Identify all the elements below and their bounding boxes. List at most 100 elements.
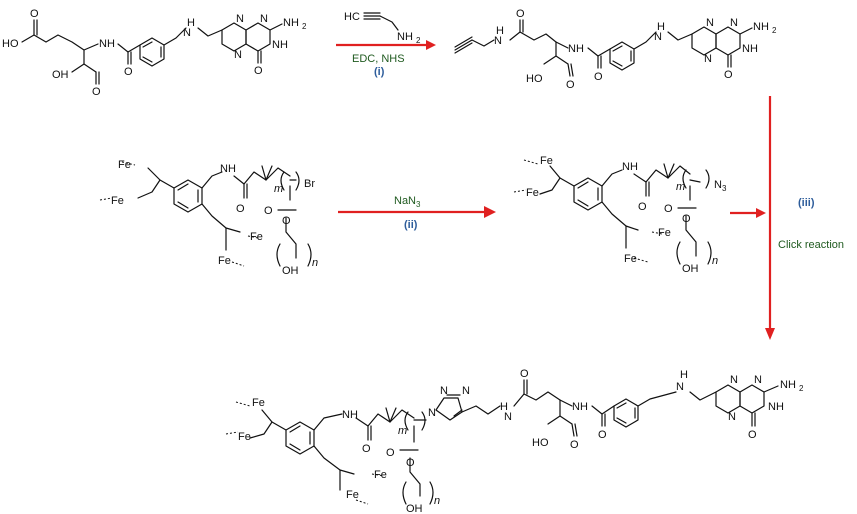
label-nh: NH (272, 39, 288, 51)
label-m: m (274, 183, 283, 195)
label-n: N (706, 17, 714, 29)
label-m: m (676, 181, 685, 193)
label-h: H (187, 17, 195, 29)
label-n-repeat: n (712, 255, 718, 267)
label-n: N (754, 374, 762, 386)
label-oh: OH (282, 265, 299, 277)
label-n: N (260, 13, 268, 25)
arrowhead-to-click (756, 208, 766, 218)
label-o: O (520, 368, 529, 380)
label-nh2: NH (753, 21, 769, 33)
label-fe: Fe (374, 469, 387, 481)
label-nh: NH (342, 409, 358, 421)
label-n: N (440, 385, 448, 397)
label-sub-2: 2 (772, 26, 777, 35)
label-n: N (428, 407, 436, 419)
label-o: O (254, 65, 263, 77)
label-fe: Fe (526, 187, 539, 199)
label-o: O (724, 69, 733, 81)
label-nh: NH (622, 161, 638, 173)
label-fe: Fe (624, 253, 637, 265)
label-n: N (462, 385, 470, 397)
reagent-nh2: NH (397, 31, 413, 43)
label-n: N (730, 17, 738, 29)
label-fe: Fe (540, 155, 553, 167)
step-ii-label: (ii) (404, 219, 418, 231)
label-fe: Fe (252, 397, 265, 409)
label-nh: NH (99, 38, 115, 50)
label-o: O (664, 203, 673, 215)
azide-polymer-structure (513, 159, 712, 265)
arrowhead-step-i (426, 40, 436, 50)
label-n: N (494, 35, 502, 47)
label-fe: Fe (118, 159, 131, 171)
label-nh: NH (572, 401, 588, 413)
propargylamine-reagent (363, 12, 399, 31)
label-ho: HO (532, 437, 549, 449)
label-fe: Fe (250, 231, 263, 243)
label-h: H (680, 369, 688, 381)
step-iii-text: Click reaction (778, 239, 844, 251)
label-o: O (748, 429, 757, 441)
label-fe: Fe (346, 489, 359, 501)
bromide-polymer-structure (99, 161, 312, 267)
label-o: O (594, 71, 603, 83)
label-oh: OH (52, 69, 69, 81)
label-n: N (704, 53, 712, 65)
reagent-sub-2: 2 (416, 36, 421, 45)
label-h: H (496, 25, 504, 37)
label-n: N (183, 27, 191, 39)
label-m: m (398, 425, 407, 437)
label-n-repeat: n (434, 495, 440, 507)
label-n: N (730, 374, 738, 386)
label-o: O (566, 79, 575, 91)
label-fe: Fe (111, 195, 124, 207)
reagent-hc: HC (344, 11, 360, 23)
label-nh: NH (220, 163, 236, 175)
label-oh: OH (682, 263, 699, 275)
label-nh: NH (768, 401, 784, 413)
label-n: N (504, 411, 512, 423)
label-o: O (516, 8, 525, 20)
step-iii-label: (iii) (798, 197, 815, 209)
label-n-repeat: n (312, 257, 318, 269)
label-nh2: NH (283, 17, 299, 29)
label-nh: NH (742, 43, 758, 55)
alkyne-folate-structure (454, 19, 753, 77)
label-sub-2: 2 (302, 22, 307, 31)
label-o: O (362, 443, 371, 455)
label-sub-2: 2 (799, 384, 804, 393)
label-o: O (30, 8, 39, 20)
label-o: O (124, 66, 133, 78)
label-fe: Fe (238, 431, 251, 443)
label-h: H (500, 401, 508, 413)
label-o: O (682, 213, 691, 225)
label-ho: HO (2, 38, 19, 50)
label-o: O (570, 439, 579, 451)
label-o: O (264, 205, 273, 217)
arrowhead-step-ii (484, 206, 496, 218)
label-o: O (92, 86, 101, 98)
label-n: N (654, 31, 662, 43)
label-n: N (676, 381, 684, 393)
label-fe: Fe (218, 255, 231, 267)
label-o: O (638, 201, 647, 213)
step-ii-reagent: NaN3 (394, 195, 421, 209)
step-i-conditions: EDC, NHS (352, 53, 405, 65)
label-o: O (236, 203, 245, 215)
label-n3: N3 (714, 179, 727, 193)
label-fe: Fe (658, 227, 671, 239)
label-h: H (657, 21, 665, 33)
label-o: O (598, 429, 607, 441)
arrowhead-step-iii (765, 328, 775, 340)
label-nh: NH (568, 43, 584, 55)
label-n: N (236, 13, 244, 25)
label-n: N (728, 411, 736, 423)
label-o: O (282, 215, 291, 227)
label-nh2: NH (780, 379, 796, 391)
label-br: Br (304, 178, 315, 190)
folate-conjugate-structure (225, 379, 779, 505)
label-oh: OH (406, 503, 423, 514)
label-ho: HO (526, 73, 543, 85)
